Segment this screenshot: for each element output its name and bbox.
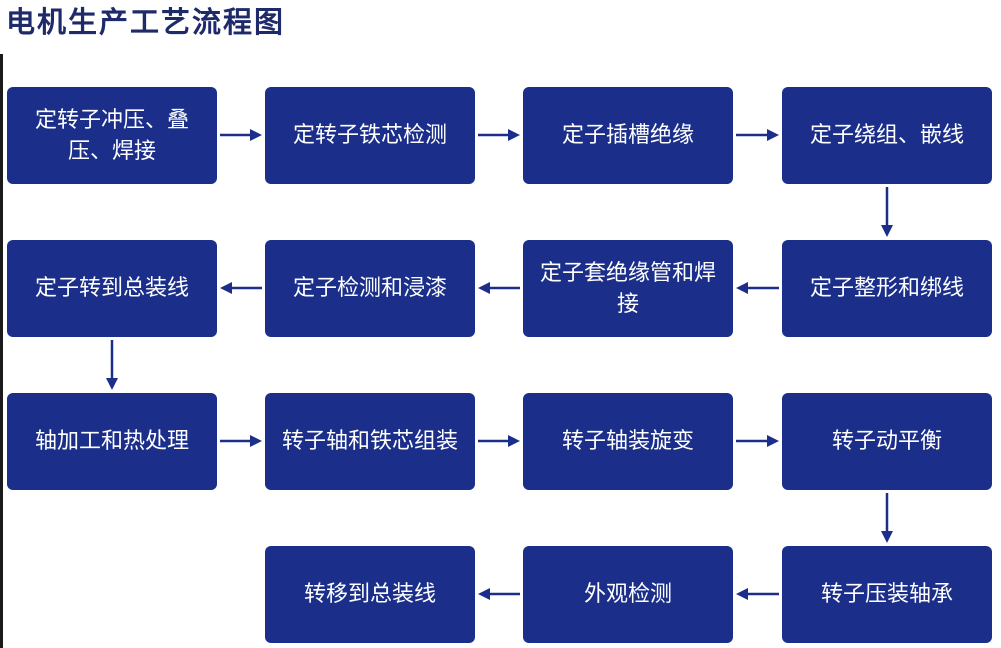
arrow-left-icon — [478, 282, 520, 294]
step-label-12: 转子动平衡 — [831, 429, 942, 454]
step-label-14: 外观检测 — [583, 582, 672, 607]
step-label-9: 轴加工和热处理 — [34, 429, 189, 454]
arrow-down-icon — [106, 340, 118, 390]
step-box-9: 轴加工和热处理 — [7, 393, 217, 490]
step-label-5: 定子整形和绑线 — [809, 276, 964, 301]
step-label-1: 定转子冲压、叠压、焊接 — [34, 107, 189, 164]
step-label-2: 定转子铁芯检测 — [292, 123, 447, 148]
left-rule — [0, 54, 3, 648]
step-box-6: 定子套绝缘管和焊接 — [523, 240, 733, 337]
arrow-left-icon — [736, 588, 779, 600]
step-box-8: 定子转到总装线 — [7, 240, 217, 337]
step-box-1: 定转子冲压、叠压、焊接 — [7, 87, 217, 184]
step-box-3: 定子插槽绝缘 — [523, 87, 733, 184]
arrow-right-icon — [736, 129, 779, 141]
step-box-5: 定子整形和绑线 — [782, 240, 992, 337]
step-label-7: 定子检测和浸漆 — [292, 276, 447, 301]
step-box-12: 转子动平衡 — [782, 393, 992, 490]
step-label-4: 定子绕组、嵌线 — [809, 123, 964, 148]
arrow-right-icon — [736, 435, 779, 447]
step-label-10: 转子轴和铁芯组装 — [281, 429, 458, 454]
arrow-right-icon — [478, 129, 520, 141]
step-box-13: 转子压装轴承 — [782, 546, 992, 643]
arrow-down-icon — [881, 187, 893, 237]
arrow-down-icon — [881, 493, 893, 543]
step-box-11: 转子轴装旋变 — [523, 393, 733, 490]
arrow-left-icon — [736, 282, 779, 294]
step-box-7: 定子检测和浸漆 — [265, 240, 475, 337]
step-label-3: 定子插槽绝缘 — [561, 123, 694, 148]
step-box-2: 定转子铁芯检测 — [265, 87, 475, 184]
step-label-11: 转子轴装旋变 — [561, 429, 694, 454]
page-title: 电机生产工艺流程图 — [6, 5, 286, 39]
step-label-13: 转子压装轴承 — [820, 582, 953, 607]
step-label-8: 定子转到总装线 — [34, 276, 189, 301]
step-box-15: 转移到总装线 — [265, 546, 475, 643]
step-label-15: 转移到总装线 — [303, 582, 436, 607]
arrow-left-icon — [220, 282, 262, 294]
step-box-10: 转子轴和铁芯组装 — [265, 393, 475, 490]
step-label-6: 定子套绝缘管和焊接 — [539, 260, 716, 317]
step-box-14: 外观检测 — [523, 546, 733, 643]
arrow-right-icon — [220, 129, 262, 141]
arrow-right-icon — [220, 435, 262, 447]
arrow-right-icon — [478, 435, 520, 447]
arrow-left-icon — [478, 588, 520, 600]
step-box-4: 定子绕组、嵌线 — [782, 87, 992, 184]
